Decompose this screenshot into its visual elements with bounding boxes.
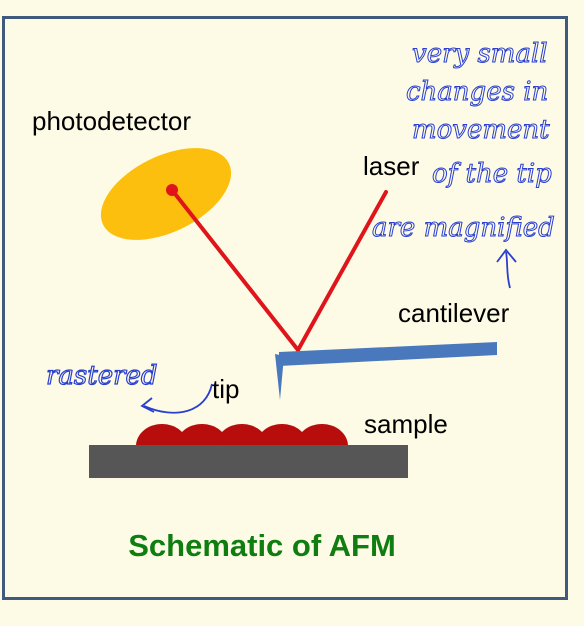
magnified-line-3: movement bbox=[412, 115, 550, 145]
magnified-line-5: are magnified bbox=[372, 213, 555, 243]
photodetector-ellipse bbox=[100, 148, 232, 240]
rastered-arrow bbox=[143, 383, 213, 414]
laser-incident-beam bbox=[296, 190, 388, 352]
magnified-line-2: changes in bbox=[406, 77, 548, 107]
handwritten-rastered: rastered bbox=[46, 361, 158, 391]
diagram-title: Schematic of AFM bbox=[128, 528, 396, 563]
label-cantilever: cantilever bbox=[398, 298, 510, 328]
magnified-line-4: of the tip bbox=[432, 159, 552, 189]
handwritten-magnified-note: very small changes in movement of the ti… bbox=[372, 39, 556, 244]
sample-atoms bbox=[136, 424, 348, 446]
magnified-arrow bbox=[505, 251, 511, 289]
rastered-arrowhead bbox=[140, 397, 155, 413]
magnified-line-1: very small bbox=[412, 39, 548, 69]
substrate-slab bbox=[89, 445, 408, 478]
afm-tip bbox=[275, 354, 284, 400]
magnified-arrowhead bbox=[496, 248, 517, 263]
label-sample: sample bbox=[364, 409, 448, 439]
cantilever-beam bbox=[279, 342, 497, 366]
label-photodetector: photodetector bbox=[32, 106, 191, 136]
label-tip: tip bbox=[212, 374, 239, 404]
label-laser: laser bbox=[363, 151, 420, 181]
diagram-frame bbox=[2, 16, 568, 600]
laser-reflected-beam bbox=[170, 188, 300, 352]
